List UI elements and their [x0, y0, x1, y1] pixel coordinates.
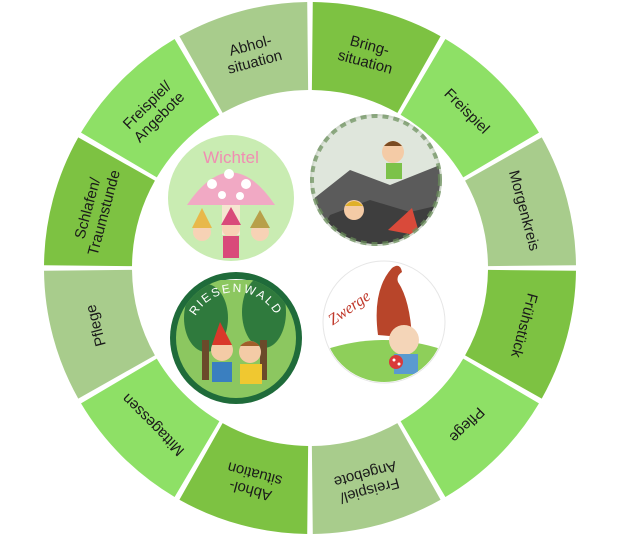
riesenwald-group-badge: RIESENWALD — [170, 272, 302, 404]
ring-segment-7 — [179, 423, 309, 534]
ring-segment-2 — [400, 39, 539, 178]
ring-segment-6 — [311, 423, 441, 534]
gnome-face-icon — [389, 325, 419, 355]
ring-segment-3 — [465, 137, 576, 267]
ring-segment-9 — [44, 269, 155, 399]
ring-segment-4 — [465, 269, 576, 399]
child-face-icon — [382, 141, 404, 163]
ring-segments — [44, 2, 576, 534]
zwerge-group-badge: Zwerge — [322, 260, 446, 384]
tree-icon — [242, 278, 286, 348]
ring-segment-12 — [179, 2, 309, 113]
ring-segment-5 — [400, 358, 539, 497]
mushroom-icon — [389, 355, 403, 369]
ring-segment-1 — [311, 2, 441, 113]
grass-illustration — [324, 340, 444, 382]
child-face-icon — [239, 341, 261, 363]
ring-segment-11 — [81, 39, 220, 178]
wichtel-group-badge: Wichtel — [168, 135, 294, 261]
ring-segment-8 — [81, 358, 220, 497]
gnome-hat-icon — [376, 265, 412, 338]
wichtel-title: Wichtel — [203, 148, 259, 167]
ring-segment-10 — [44, 137, 155, 267]
